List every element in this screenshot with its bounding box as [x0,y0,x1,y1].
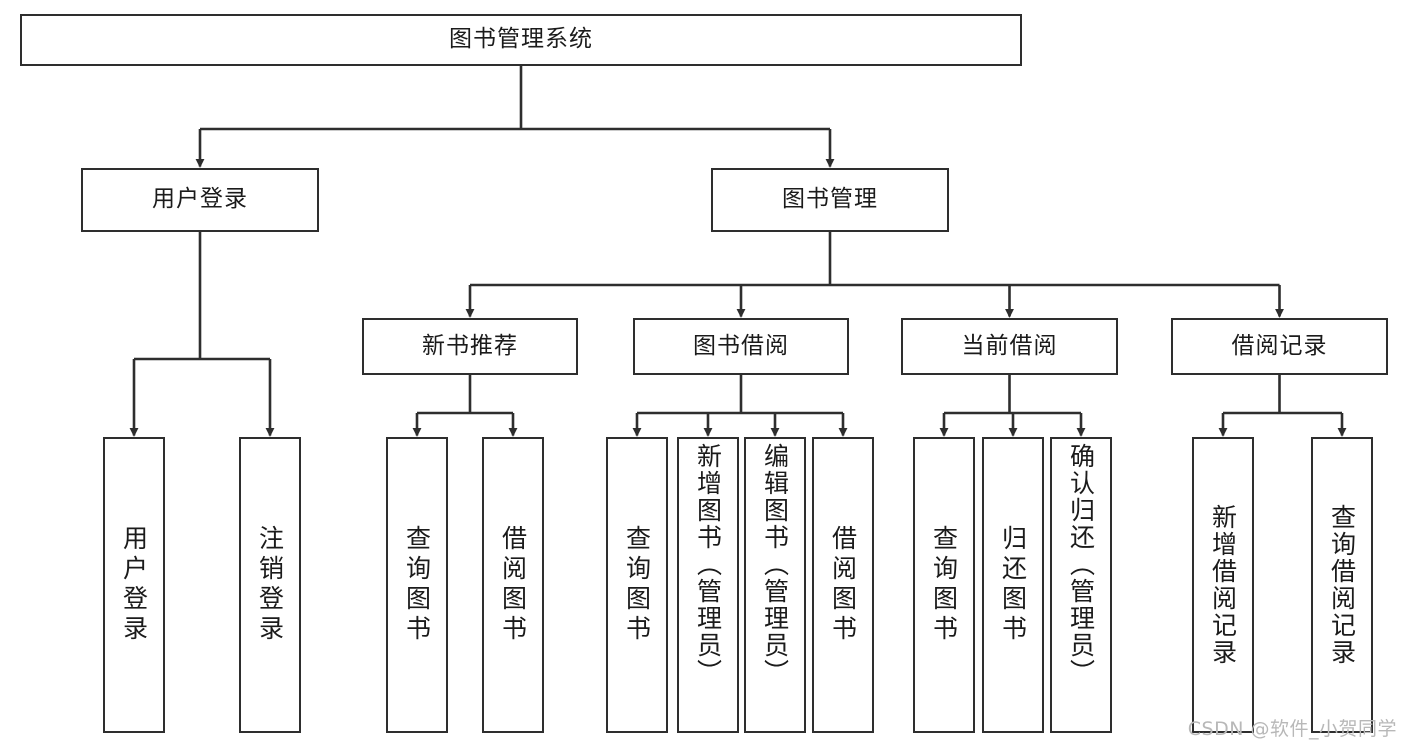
node-label-leaf_add_rec: 新增借阅记录 [1208,504,1238,666]
node-label-leaf_query_b3: 查询图书 [929,525,959,645]
node-label-book_borrow: 图书借阅 [693,332,789,359]
node-new_book_rec[interactable]: 新书推荐 [362,318,578,375]
node-label-leaf_add_book: 新增图书（管理员） [693,443,723,686]
node-leaf_edit_book[interactable]: 编辑图书（管理员） [744,437,806,733]
node-leaf_logout[interactable]: 注销登录 [239,437,301,733]
node-leaf_add_rec[interactable]: 新增借阅记录 [1192,437,1254,733]
node-label-leaf_query_b2: 查询图书 [622,525,652,645]
node-leaf_query_b1[interactable]: 查询图书 [386,437,448,733]
csdn-watermark: CSDN @软件_小贺同学 [1187,718,1397,740]
node-root[interactable]: 图书管理系统 [20,14,1022,66]
node-leaf_borrow_b2[interactable]: 借阅图书 [812,437,874,733]
node-leaf_query_b2[interactable]: 查询图书 [606,437,668,733]
node-label-current_borrow: 当前借阅 [961,332,1058,359]
node-label-borrow_record: 借阅记录 [1231,332,1328,359]
node-leaf_query_rec[interactable]: 查询借阅记录 [1311,437,1373,733]
node-label-leaf_logout: 注销登录 [255,525,285,645]
node-label-leaf_query_b1: 查询图书 [402,525,432,645]
node-leaf_user_login[interactable]: 用户登录 [103,437,165,733]
node-label-user_login: 用户登录 [152,186,248,213]
node-label-leaf_confirm: 确认归还（管理员） [1066,443,1096,686]
node-label-new_book_rec: 新书推荐 [422,332,518,359]
node-current_borrow[interactable]: 当前借阅 [901,318,1118,375]
node-book_borrow[interactable]: 图书借阅 [633,318,849,375]
node-leaf_return[interactable]: 归还图书 [982,437,1044,733]
node-book_mgmt[interactable]: 图书管理 [711,168,949,232]
node-leaf_borrow_b1[interactable]: 借阅图书 [482,437,544,733]
node-user_login[interactable]: 用户登录 [81,168,319,232]
node-label-root: 图书管理系统 [449,26,593,53]
node-leaf_query_b3[interactable]: 查询图书 [913,437,975,733]
node-label-leaf_borrow_b1: 借阅图书 [498,525,528,645]
node-leaf_add_book[interactable]: 新增图书（管理员） [677,437,739,733]
node-label-leaf_borrow_b2: 借阅图书 [828,525,858,645]
node-leaf_confirm[interactable]: 确认归还（管理员） [1050,437,1112,733]
node-borrow_record[interactable]: 借阅记录 [1171,318,1388,375]
node-label-leaf_user_login: 用户登录 [119,525,149,645]
node-label-book_mgmt: 图书管理 [782,186,878,213]
node-label-leaf_edit_book: 编辑图书（管理员） [760,443,790,686]
node-label-leaf_query_rec: 查询借阅记录 [1327,504,1357,666]
node-label-leaf_return: 归还图书 [998,525,1028,645]
